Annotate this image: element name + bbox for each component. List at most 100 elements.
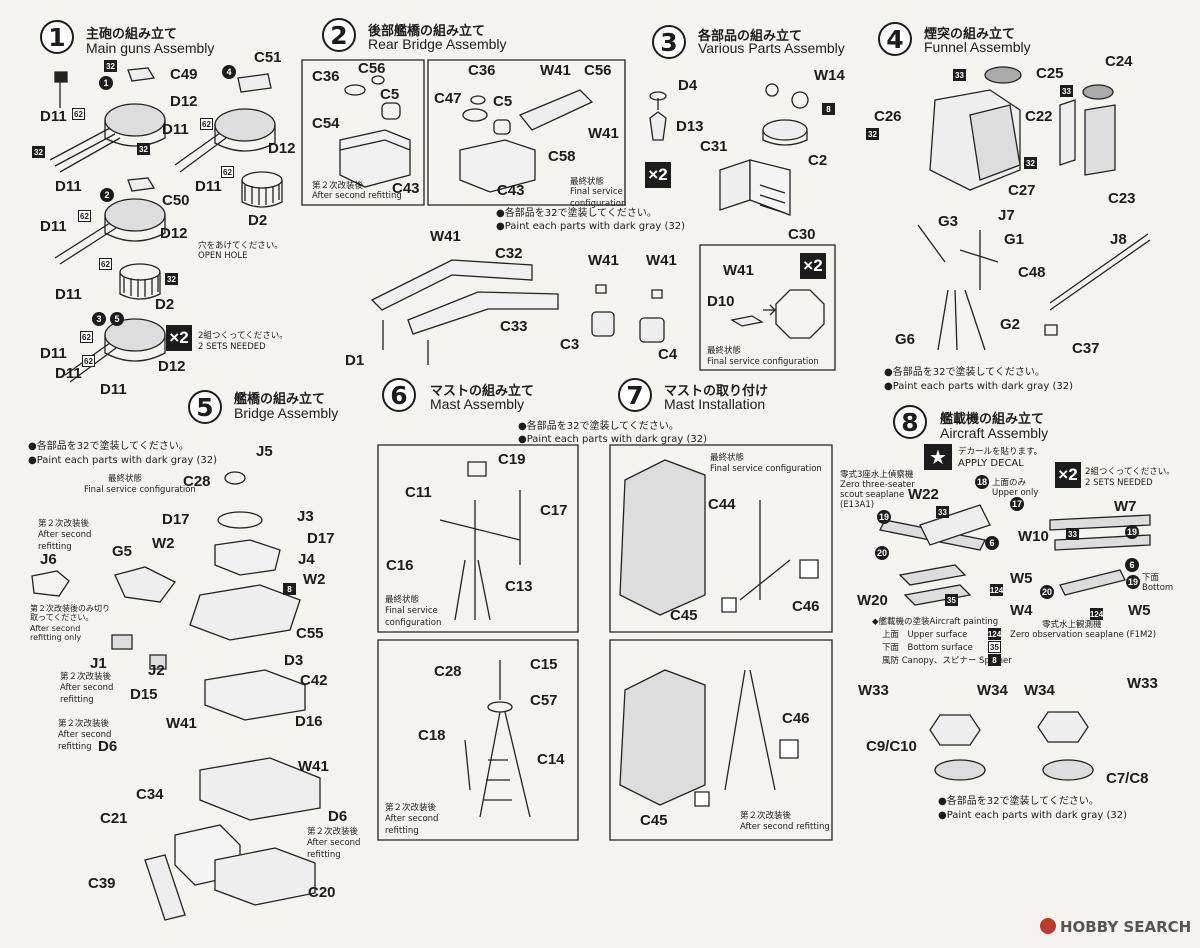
part-label: C45 xyxy=(670,607,698,624)
watermark-text: HOBBY SEARCH xyxy=(1060,918,1192,936)
part-label: C34 xyxy=(136,786,164,803)
part-label: G6 xyxy=(895,331,916,348)
part-label: C28 xyxy=(183,473,211,490)
part-label: D11 xyxy=(40,345,67,362)
part-label: D12 xyxy=(170,93,198,110)
part-label: D6 xyxy=(98,738,118,755)
part-label: G3 xyxy=(938,213,959,230)
part-label: J7 xyxy=(998,207,1015,224)
part-label: W41 xyxy=(540,62,571,79)
step-8-title-jp: 艦載機の組み立て xyxy=(940,412,1045,427)
part-label: D13 xyxy=(676,118,704,135)
step-1-number: 1 xyxy=(40,20,74,54)
after-second-en: After second refitting xyxy=(38,530,92,552)
step-8-title-en: Aircraft Assembly xyxy=(940,425,1049,441)
part-label: G5 xyxy=(112,543,133,560)
after-second-only-en: After second refitting only xyxy=(30,624,82,642)
final-en: Final service configuration xyxy=(710,464,822,474)
part-label: C30 xyxy=(788,226,816,243)
x2-badge: ×2 xyxy=(800,253,826,279)
part-label: C54 xyxy=(312,115,340,132)
c43-part-1 xyxy=(340,76,410,187)
part-label: W33 xyxy=(1127,675,1158,692)
part-label: C13 xyxy=(505,578,533,595)
part-label: W2 xyxy=(152,535,175,552)
after-second-en: After second refitting xyxy=(312,191,402,201)
paint-code-badge: 33 xyxy=(1060,85,1073,97)
part-label: C15 xyxy=(530,656,558,673)
f1m2-label-en: Zero observation seaplane (F1M2) xyxy=(1010,630,1157,640)
part-label: C2 xyxy=(808,152,828,169)
part-label: D6 xyxy=(328,808,348,825)
part-label: C7/C8 xyxy=(1106,770,1149,787)
aircraft-catapult-parts xyxy=(930,712,1093,780)
part-label: D10 xyxy=(707,293,735,310)
part-label: W41 xyxy=(588,252,619,269)
upper-only-en: Upper only xyxy=(992,488,1039,498)
part-label: C36 xyxy=(468,62,496,79)
part-label: C24 xyxy=(1105,53,1133,70)
paint-note-en: ●Paint each parts with dark gray (32) xyxy=(518,434,708,445)
c32-c33-parts xyxy=(372,260,558,365)
various-parts-box xyxy=(700,245,835,370)
paint-note-en: ●Paint each parts with dark gray (32) xyxy=(496,221,686,232)
step-1-title-en: Main guns Assembly xyxy=(86,40,215,56)
paint-code-badge: 62 xyxy=(72,108,85,120)
apply-decal-jp: デカールを貼ります。 xyxy=(958,447,1043,457)
paint-note-en: ●Paint each parts with dark gray (32) xyxy=(28,455,218,466)
paint-note-jp: ●各部品を32で塗装してください。 xyxy=(28,441,189,452)
part-label: C42 xyxy=(300,672,328,689)
part-label: W41 xyxy=(588,125,619,142)
c49-part xyxy=(128,68,154,81)
part-label: C55 xyxy=(296,625,324,642)
part-label: W41 xyxy=(646,252,677,269)
final-jp: 最終状態 xyxy=(108,474,143,484)
part-label: W20 xyxy=(857,592,888,609)
x2-badge: ×2 xyxy=(645,162,671,188)
funnel xyxy=(930,67,1115,190)
part-label: G2 xyxy=(1000,316,1021,333)
part-label: D4 xyxy=(678,77,698,94)
paint-dot-badge: 20 xyxy=(1040,585,1054,599)
c51-part xyxy=(238,74,271,92)
c2-part xyxy=(763,84,808,145)
part-label: D11 xyxy=(40,108,67,125)
part-label: C5 xyxy=(493,93,513,110)
part-label: G1 xyxy=(1004,231,1025,248)
part-label: C4 xyxy=(658,346,678,363)
part-label: J5 xyxy=(256,443,273,460)
part-label: C32 xyxy=(495,245,523,262)
mast-g-parts xyxy=(918,225,1150,350)
decal-star-icon: ★ xyxy=(924,444,952,470)
paint-note-en: ●Paint each parts with dark gray (32) xyxy=(938,810,1128,821)
apply-decal-en: APPLY DECAL xyxy=(958,458,1024,469)
part-label: C48 xyxy=(1018,264,1046,281)
paint-dot-badge: 19 xyxy=(877,510,891,524)
e13a1-label-en: Zero three-seater scout seaplane (E13A1) xyxy=(840,480,915,510)
final-jp: 最終状態 xyxy=(707,346,742,356)
turret-number-5: 5 xyxy=(110,312,124,326)
turret-number-4: 4 xyxy=(222,65,236,79)
part-label: C11 xyxy=(405,484,432,501)
paint-code-badge: 124 xyxy=(1089,608,1104,620)
two-sets-en: 2 SETS NEEDED xyxy=(198,342,266,352)
paint-code-badge: 32 xyxy=(1024,157,1037,169)
part-label: J1 xyxy=(90,655,107,672)
part-label: J3 xyxy=(297,508,314,525)
paint-dot-badge: 20 xyxy=(875,546,889,560)
upper-surface-label: 上面 Upper surface xyxy=(882,630,968,640)
part-label: J2 xyxy=(148,662,165,679)
part-label: J8 xyxy=(1110,231,1127,248)
step-4-number: 4 xyxy=(878,22,912,56)
part-label: D11 xyxy=(55,365,82,382)
paint-code-badge: 8 xyxy=(283,583,296,595)
part-label: C33 xyxy=(500,318,528,335)
paint-code-badge: 35 xyxy=(945,594,958,606)
paint-code-badge: 32 xyxy=(104,60,117,72)
step-5-title-en: Bridge Assembly xyxy=(234,405,339,421)
part-label: D17 xyxy=(307,530,335,547)
turret-2 xyxy=(175,109,282,207)
final-jp: 最終状態 xyxy=(385,595,420,605)
part-label: W41 xyxy=(298,758,329,775)
